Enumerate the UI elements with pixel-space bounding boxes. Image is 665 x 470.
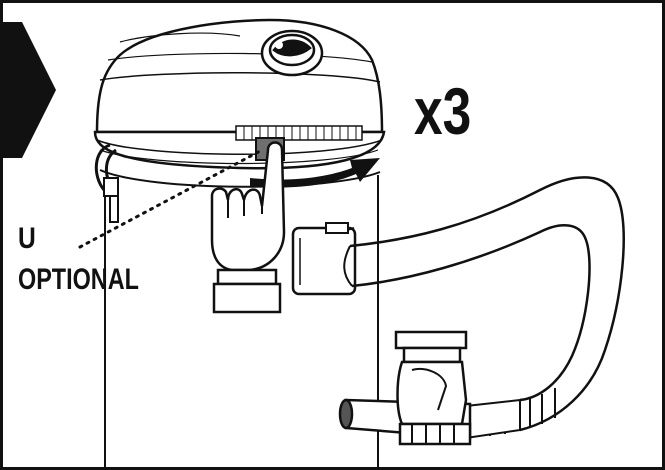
optional-label: OPTIONAL	[18, 263, 139, 296]
hose-inlet	[291, 222, 357, 296]
locking-ratchet	[235, 125, 363, 141]
leader-line	[78, 148, 264, 249]
hose-corrugated-end	[465, 388, 556, 440]
hose	[343, 176, 625, 432]
side-handle	[94, 143, 119, 223]
part-letter-label: U	[18, 222, 36, 255]
multiplier-label: x3	[414, 74, 472, 148]
hand-bottom-icon	[394, 330, 472, 446]
step-arrow-icon	[0, 22, 56, 158]
hand-top-icon	[210, 141, 286, 314]
vacuum-lid	[93, 18, 386, 188]
